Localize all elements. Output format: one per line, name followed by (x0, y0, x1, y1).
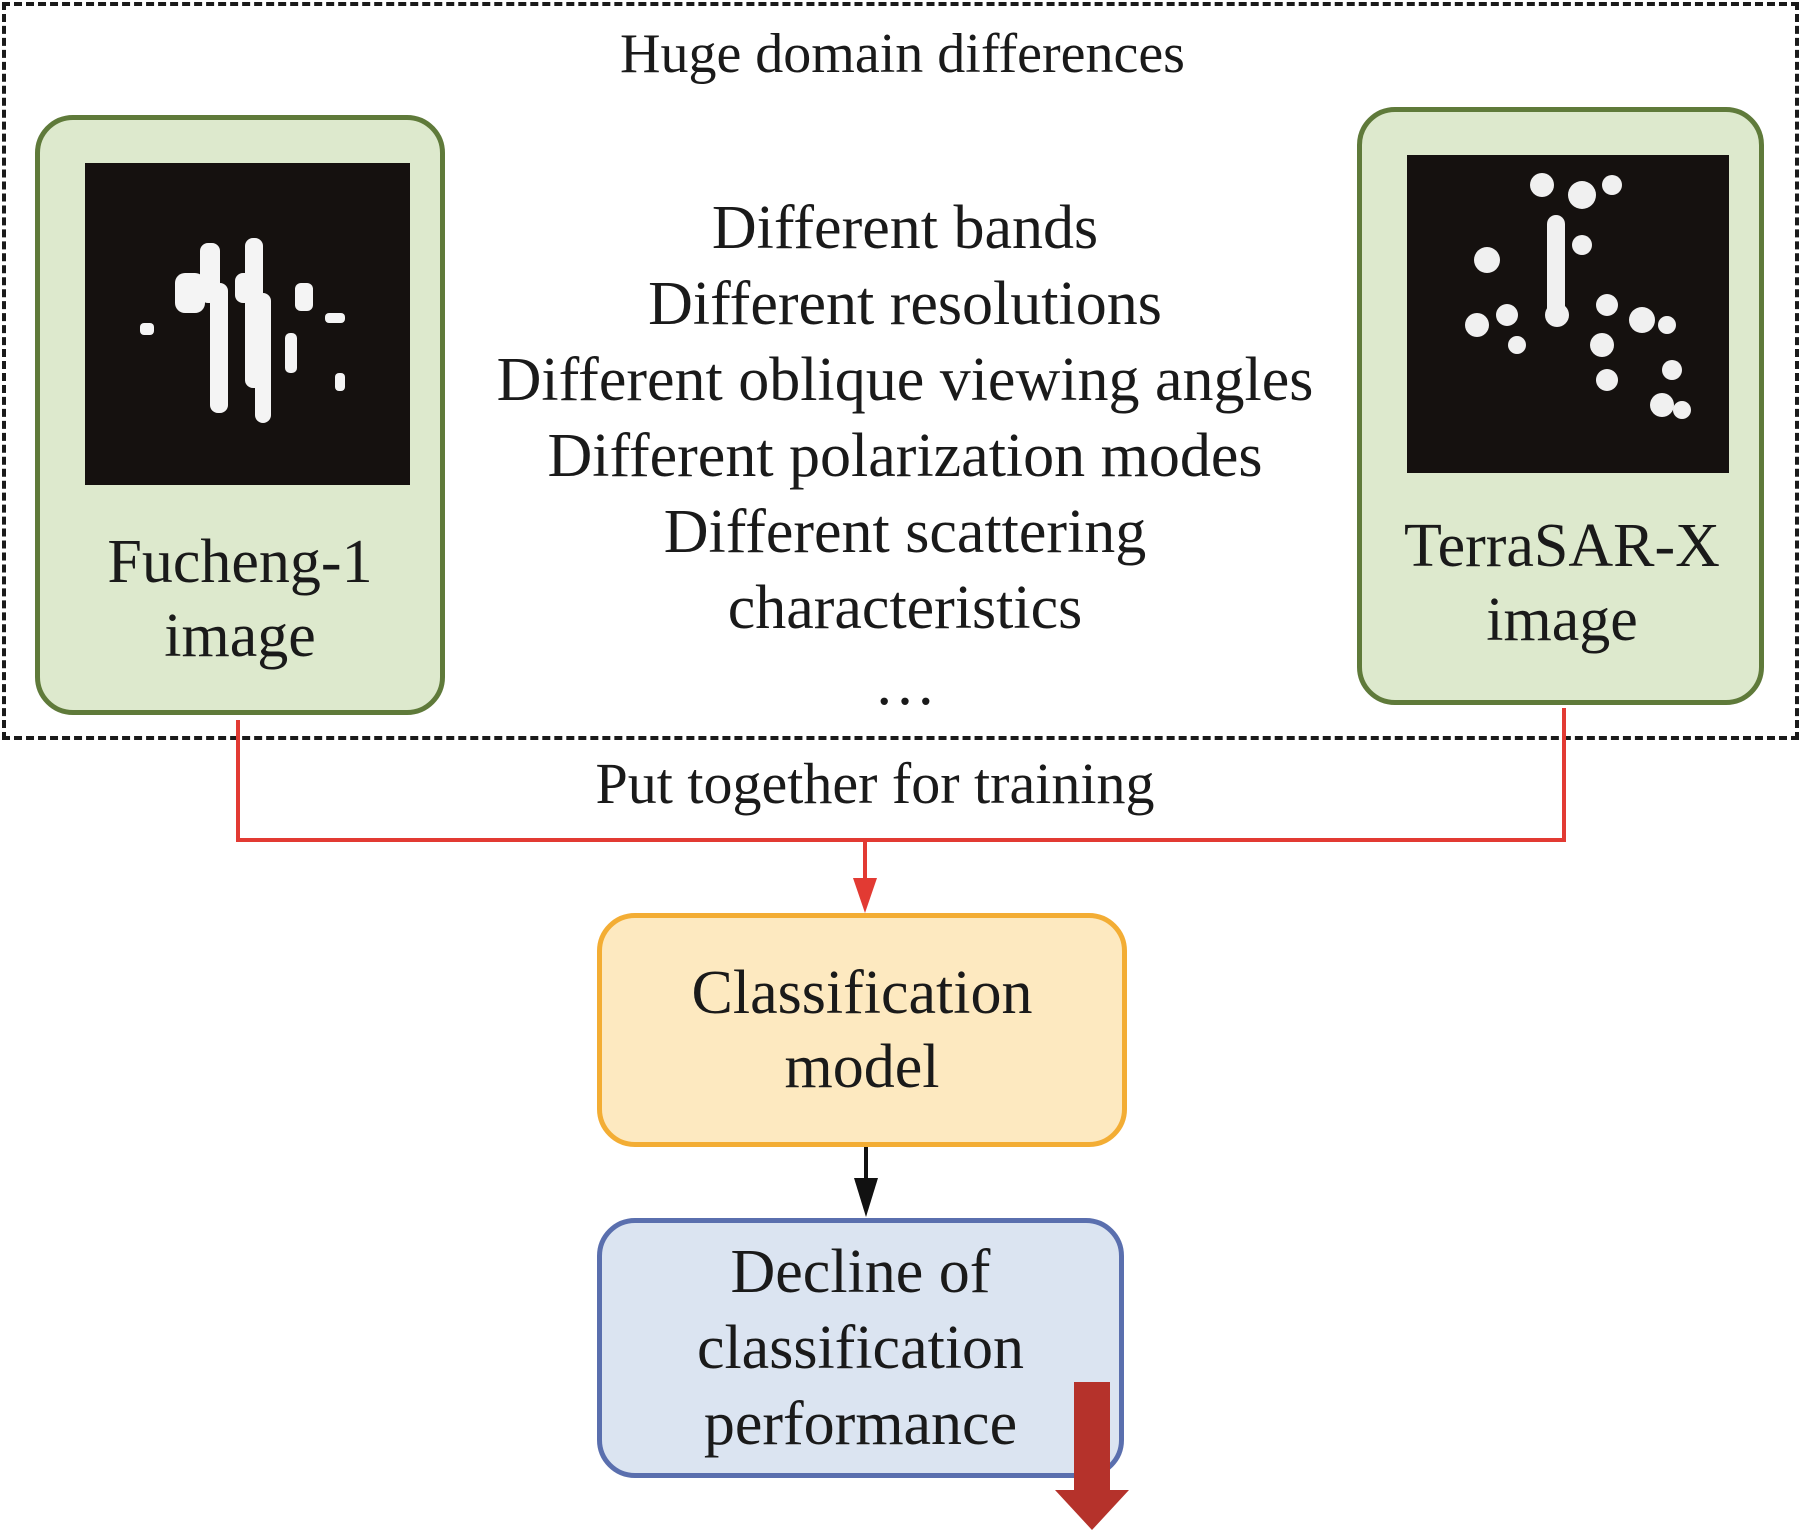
merge-line (236, 708, 1566, 842)
fucheng-1-label-line2: image (164, 602, 316, 670)
difference-item: Different resolutions (648, 270, 1162, 338)
terrasar-x-sar-image (1407, 155, 1729, 473)
difference-item: Different scattering (663, 498, 1147, 566)
merge-arrow-head (853, 878, 877, 913)
difference-item: Different oblique viewing angles (496, 346, 1314, 414)
decline-box: Decline of classification performance (597, 1218, 1124, 1478)
terrasar-x-box: TerraSAR-X image (1357, 107, 1764, 705)
decline-line2: classification (696, 1314, 1025, 1382)
decline-line3: performance (703, 1390, 1018, 1458)
terrasar-x-label-line2: image (1486, 586, 1638, 654)
fucheng-1-label-line1: Fucheng-1 (107, 528, 373, 596)
fucheng-1-sar-image (85, 163, 410, 485)
fucheng-1-scatterers (140, 238, 345, 423)
frame-title: Huge domain differences (620, 23, 1185, 85)
difference-item: … (874, 650, 936, 718)
difference-item: characteristics (727, 574, 1083, 642)
terrasar-x-label-line1: TerraSAR-X (1404, 512, 1720, 580)
differences-list: Different bands Different resolutions Di… (440, 190, 1370, 722)
model-to-decline-head (854, 1178, 878, 1217)
domain-differences-frame (2, 2, 1799, 740)
classification-line2: model (784, 1033, 940, 1101)
merge-label: Put together for training (595, 751, 1155, 816)
fucheng-1-box: Fucheng-1 image (35, 115, 445, 715)
classification-line1: Classification (691, 959, 1033, 1027)
classification-model-box: Classification model (597, 913, 1127, 1147)
terrasar-x-scatterers (1465, 173, 1691, 419)
decline-down-arrow-icon (1055, 1382, 1129, 1530)
difference-item: Different polarization modes (547, 422, 1263, 490)
difference-item: Different bands (711, 194, 1099, 262)
decline-line1: Decline of (730, 1238, 991, 1306)
